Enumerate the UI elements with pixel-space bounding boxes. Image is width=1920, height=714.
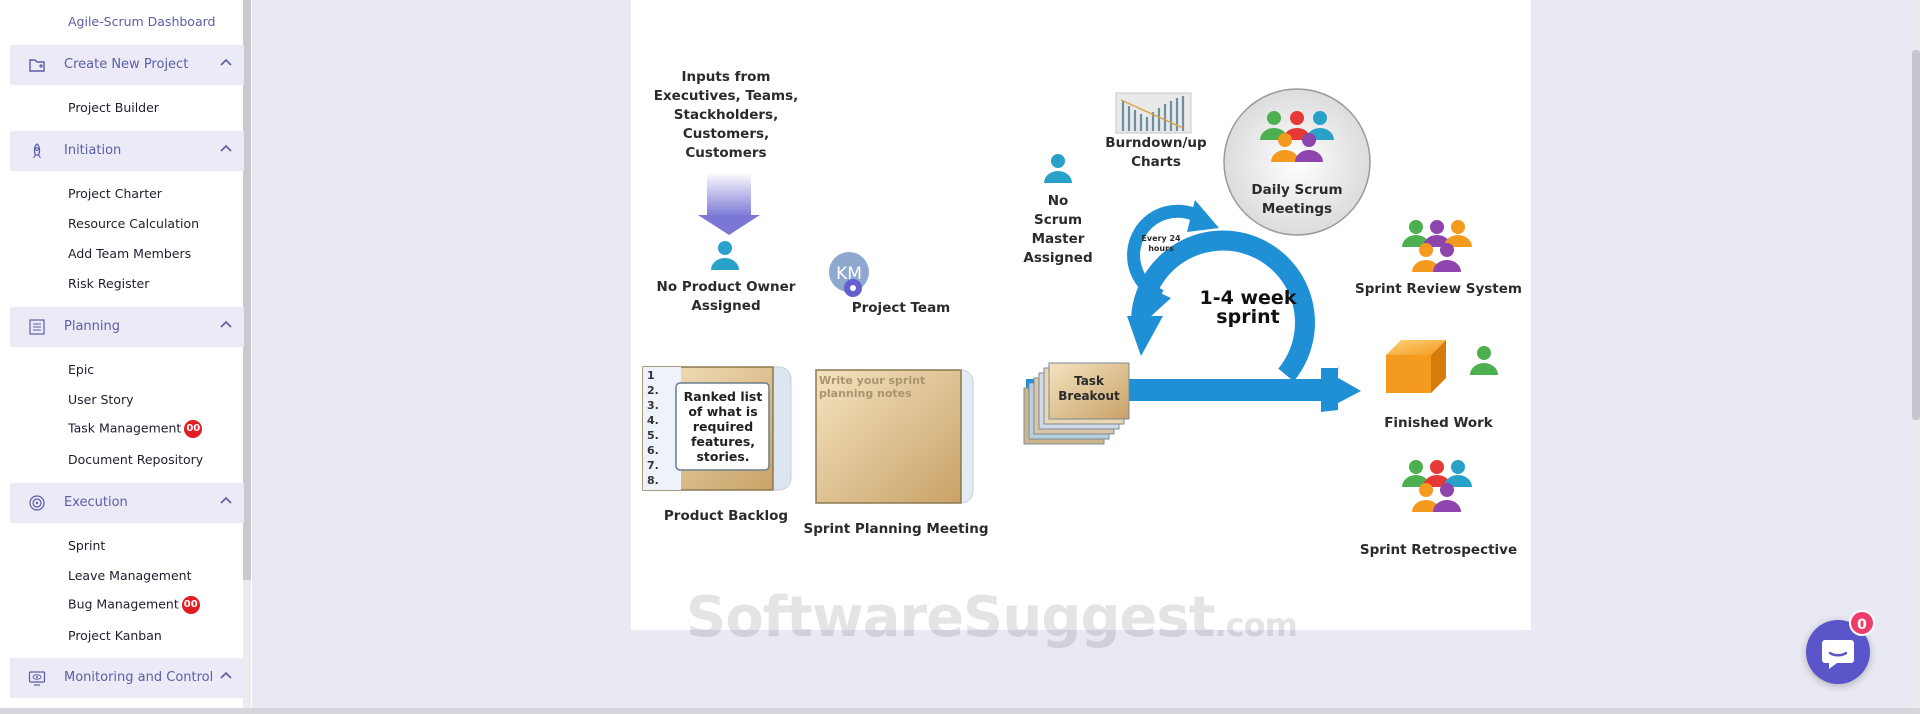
product-backlog-graphic <box>642 366 792 491</box>
section-label: Planning <box>64 319 120 334</box>
chat-bubble-icon <box>1822 640 1854 669</box>
finished-work-person-icon <box>1470 346 1498 375</box>
task-count-badge: 00 <box>184 420 203 438</box>
section-label: Execution <box>64 495 128 510</box>
product-owner-person-icon <box>711 241 739 270</box>
finished-work-box-icon <box>1386 340 1446 393</box>
sidebar-item-risk-register[interactable]: Risk Register <box>68 276 150 291</box>
sidebar-item-project-builder[interactable]: Project Builder <box>68 100 159 115</box>
checklist-icon <box>29 319 45 335</box>
sidebar-item-resource-calculation[interactable]: Resource Calculation <box>68 216 200 231</box>
bug-count-badge: 00 <box>181 596 200 614</box>
agile-scrum-diagram <box>642 88 1498 512</box>
avatar-initials: KM <box>836 264 862 284</box>
finished-work-label: Finished Work <box>1384 415 1493 431</box>
sidebar-item-label: Bug Management <box>68 596 179 612</box>
section-label: Create New Project <box>64 57 189 72</box>
inputs-down-arrow <box>698 172 760 235</box>
page-scrollbar-thumb[interactable] <box>1912 50 1920 420</box>
sidebar-item-add-team-members[interactable]: Add Team Members <box>68 246 192 261</box>
project-team-label: Project Team <box>851 300 951 316</box>
sidebar-item-leave-management[interactable]: Leave Management <box>68 568 192 583</box>
section-label: Monitoring and Control <box>64 670 214 685</box>
section-monitoring-and-control[interactable]: Monitoring and Control <box>10 658 244 698</box>
daily-scrum-circle <box>1223 88 1371 236</box>
section-planning[interactable]: Planning <box>10 307 244 347</box>
sidebar-item-label: Task Management <box>68 420 182 436</box>
sidebar-scrollbar-thumb[interactable] <box>243 0 251 580</box>
section-label: Initiation <box>64 143 122 158</box>
folder-icon <box>29 59 45 72</box>
monitor-eye-icon <box>28 671 46 686</box>
sprint-retrospective-people-icon <box>1402 460 1472 512</box>
chevron-up-icon[interactable] <box>218 317 234 333</box>
sidebar-item-project-charter[interactable]: Project Charter <box>68 186 162 201</box>
section-initiation[interactable]: Initiation <box>10 131 244 171</box>
softwaresuggest-watermark: SoftwareSuggest.com <box>686 585 1298 650</box>
chat-notification-badge: 0 <box>1849 610 1875 636</box>
burndown-chart-icon <box>1115 92 1192 134</box>
section-create-new-project[interactable]: Create New Project <box>10 45 244 85</box>
section-execution[interactable]: Execution <box>10 483 244 523</box>
horizontal-scrollbar[interactable] <box>0 708 1920 714</box>
product-backlog-label: Product Backlog <box>663 508 789 524</box>
chevron-up-icon[interactable] <box>218 668 234 684</box>
sidebar-item-project-kanban[interactable]: Project Kanban <box>68 628 162 643</box>
scrum-master-person-icon <box>1044 154 1072 183</box>
sprint-planning-notes-graphic <box>815 369 974 504</box>
sprint-planning-meeting-label: Sprint Planning Meeting <box>803 521 989 537</box>
sidebar-item-user-story[interactable]: User Story <box>68 392 134 407</box>
sidebar-item-agile-scrum-dashboard[interactable]: Agile-Scrum Dashboard <box>68 14 216 29</box>
rocket-icon <box>33 143 41 159</box>
sidebar: Agile-Scrum Dashboard Create New Project… <box>0 0 252 714</box>
km-avatar-icon <box>829 252 869 297</box>
chevron-up-icon[interactable] <box>218 141 234 157</box>
task-breakout-stack <box>1023 362 1130 445</box>
chevron-up-icon[interactable] <box>218 55 234 71</box>
sidebar-item-sprint[interactable]: Sprint <box>68 538 106 553</box>
sprint-review-people-icon <box>1402 220 1472 272</box>
team-people-icon <box>1260 111 1334 162</box>
sprint-review-label: Sprint Review System <box>1355 281 1522 297</box>
sidebar-item-document-repository[interactable]: Document Repository <box>68 452 204 467</box>
sidebar-item-epic[interactable]: Epic <box>68 362 95 377</box>
page-scrollbar[interactable] <box>1912 0 1920 714</box>
sprint-retrospective-label: Sprint Retrospective <box>1359 542 1518 558</box>
chevron-up-icon[interactable] <box>218 493 234 509</box>
target-icon <box>29 495 45 511</box>
